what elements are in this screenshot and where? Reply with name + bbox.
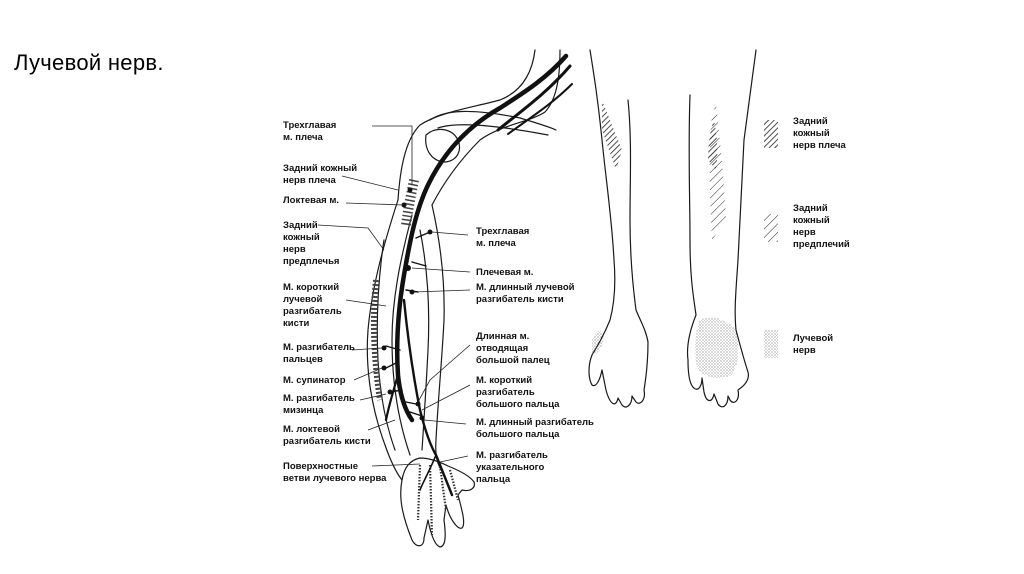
legend-label-2-line-0: Лучевой bbox=[793, 333, 833, 344]
slide-title: Лучевой нерв. bbox=[14, 50, 164, 75]
right-label-2-line-1: разгибатель кисти bbox=[476, 294, 564, 305]
left-label-5-line-1: пальцев bbox=[283, 354, 323, 365]
legend-label-2-line-1: нерв bbox=[793, 345, 816, 356]
left-label-0-line-0: Трехглавая bbox=[283, 120, 336, 131]
left-label-3-line-3: предплечья bbox=[283, 256, 339, 267]
left-label-4-line-2: разгибатель bbox=[283, 306, 342, 317]
legend-label-0-line-1: кожный bbox=[793, 128, 830, 139]
right-label-6-line-1: указательного bbox=[476, 462, 545, 473]
left-label-5-line-0: М. разгибатель bbox=[283, 342, 355, 353]
right-label-3-line-2: большой палец bbox=[476, 355, 550, 366]
left-label-3-line-2: нерв bbox=[283, 244, 306, 255]
right-label-1: Плечевая м. bbox=[476, 267, 533, 278]
right-label-4-line-0: М. короткий bbox=[476, 375, 532, 386]
right-label-3-line-0: Длинная м. bbox=[476, 331, 529, 342]
left-label-4-line-1: лучевой bbox=[283, 294, 323, 305]
left-label-4-line-3: кисти bbox=[283, 318, 310, 329]
left-label-0-line-1: м. плеча bbox=[283, 132, 324, 143]
right-label-6-line-2: пальца bbox=[476, 474, 511, 485]
left-label-7-line-0: М. разгибатель bbox=[283, 393, 355, 404]
right-label-4-line-1: разгибатель bbox=[476, 387, 535, 398]
legend-label-0-line-0: Задний bbox=[793, 116, 828, 127]
left-label-6-line-0: М. супинатор bbox=[283, 375, 346, 386]
right-leader-lines bbox=[411, 231, 471, 463]
left-label-3-line-0: Задний bbox=[283, 220, 318, 231]
left-label-2: Локтевая м. bbox=[283, 195, 339, 206]
right-label-2-line-0: М. длинный лучевой bbox=[476, 282, 575, 293]
left-label-8-line-0: М. локтевой bbox=[283, 424, 340, 435]
legend-label-1-line-2: нерв bbox=[793, 227, 816, 238]
right-label-0-line-0: Трехглавая bbox=[476, 226, 529, 237]
right-label-5-line-1: большого пальца bbox=[476, 429, 560, 440]
left-leader-lines bbox=[317, 125, 421, 467]
legend-swatch-hatch-sparse bbox=[764, 214, 778, 242]
right-label-6-line-0: М. разгибатель bbox=[476, 450, 548, 461]
left-label-2-line-0: Локтевая м. bbox=[283, 195, 339, 206]
right-label-0-line-1: м. плеча bbox=[476, 238, 517, 249]
left-label-1-line-0: Задний кожный bbox=[283, 163, 357, 174]
right-label-3-line-1: отводящая bbox=[476, 343, 528, 354]
right-label-5-line-0: М. длинный разгибатель bbox=[476, 417, 594, 428]
right-label-4-line-2: большого пальца bbox=[476, 399, 560, 410]
right-label-1-line-0: Плечевая м. bbox=[476, 267, 533, 278]
left-label-7-line-1: мизинца bbox=[283, 405, 324, 416]
legend-label-1-line-1: кожный bbox=[793, 215, 830, 226]
left-label-8-line-1: разгибатель кисти bbox=[283, 436, 371, 447]
legend-swatch-dots bbox=[764, 330, 778, 358]
arm-anatomy-drawing bbox=[366, 49, 573, 548]
legend-label-0-line-2: нерв плеча bbox=[793, 140, 847, 151]
left-label-3-line-1: кожный bbox=[283, 232, 320, 243]
legend-label-1-line-3: предплечий bbox=[793, 239, 850, 250]
arm-silhouette-front bbox=[686, 49, 757, 408]
legend-swatches bbox=[764, 120, 778, 358]
left-label-4-line-0: М. короткий bbox=[283, 282, 339, 293]
left-label-6: М. супинатор bbox=[283, 375, 346, 386]
left-label-9-line-1: ветви лучевого нерва bbox=[283, 473, 387, 484]
legend-label-1-line-0: Задний bbox=[793, 203, 828, 214]
left-label-1-line-1: нерв плеча bbox=[283, 175, 337, 186]
legend-swatch-hatch-dense bbox=[764, 120, 778, 148]
arm-silhouette-back bbox=[588, 49, 649, 408]
left-label-9-line-0: Поверхностные bbox=[283, 461, 358, 472]
